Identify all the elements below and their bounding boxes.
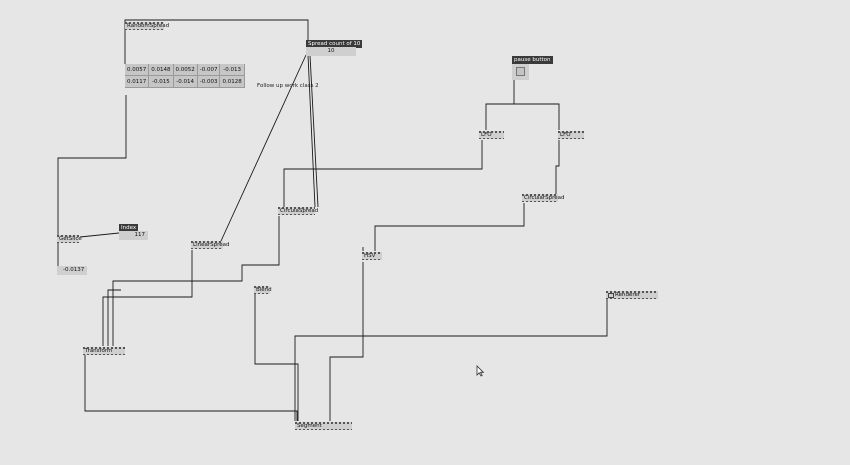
get-slice-label: GetSlice [59, 236, 82, 242]
lfo-node-1[interactable]: LFO [479, 131, 504, 139]
spread-count-label: Spread count of 10 [306, 40, 363, 48]
pause-button[interactable] [512, 64, 529, 80]
transform-label: Transform [85, 348, 113, 354]
index-value[interactable]: 117 [119, 231, 148, 240]
table-cell: -0.013 [219, 64, 245, 76]
circular-spread-node-2[interactable]: CircularSpread [522, 194, 565, 202]
table-cell: 0.0052 [173, 64, 198, 76]
random-spread-node[interactable]: RandomSpread [125, 22, 169, 30]
table-cell: 0.0057 [125, 64, 150, 76]
pause-button-label: pause button [512, 56, 553, 64]
circular-spread-node-1-label: CirculaSpread [280, 208, 319, 214]
lfo-node-2[interactable]: LFO [558, 131, 584, 139]
circular-spread-node-1[interactable]: CirculaSpread [278, 207, 319, 215]
blend-label: Blend [256, 287, 272, 293]
patch-comment: Follow up work class 2 [257, 83, 319, 89]
table-cell: -0.003 [197, 75, 221, 88]
segment-node[interactable]: Segment [295, 422, 352, 430]
get-slice-node[interactable]: GetSlice [57, 235, 82, 243]
table-cell: -0.007 [197, 64, 221, 76]
circular-spread-node-2-label: CircularSpread [524, 195, 565, 201]
hsv-node[interactable]: HSV [362, 252, 382, 260]
segment-label: Segment [297, 423, 322, 429]
spread-count-value[interactable]: 10 [306, 47, 356, 56]
index-label: Index [119, 224, 139, 232]
random-values-table[interactable]: 0.0057 0.0148 0.0052 -0.007 -0.013 0.011… [125, 64, 245, 88]
renderer-node[interactable]: Renderer [606, 291, 658, 299]
blend-node[interactable]: Blend [254, 286, 272, 294]
get-slice-output[interactable]: -0.0137 [57, 266, 87, 275]
lfo-node-2-label: LFO [560, 132, 571, 138]
renderer-window-icon [608, 293, 614, 298]
table-cell: -0.014 [173, 75, 198, 88]
table-cell: 0.0128 [219, 75, 245, 88]
transform-node[interactable]: Transform [83, 347, 125, 355]
linear-spread-label: LinearSpread [193, 242, 230, 248]
linear-spread-node[interactable]: LinearSpread [191, 241, 229, 249]
mouse-cursor-icon [476, 365, 484, 377]
toggle-square-icon [516, 67, 525, 76]
table-row: 0.0057 0.0148 0.0052 -0.007 -0.013 [125, 64, 245, 76]
table-cell: 0.0117 [125, 75, 150, 88]
renderer-label: Renderer [615, 292, 641, 298]
table-row: 0.0117 -0.015 -0.014 -0.003 0.0128 [125, 75, 245, 88]
hsv-label: HSV [364, 253, 376, 259]
table-cell: 0.0148 [148, 64, 174, 76]
lfo-node-1-label: LFO [481, 132, 492, 138]
table-cell: -0.015 [148, 75, 174, 88]
random-spread-label: RandomSpread [127, 23, 170, 29]
